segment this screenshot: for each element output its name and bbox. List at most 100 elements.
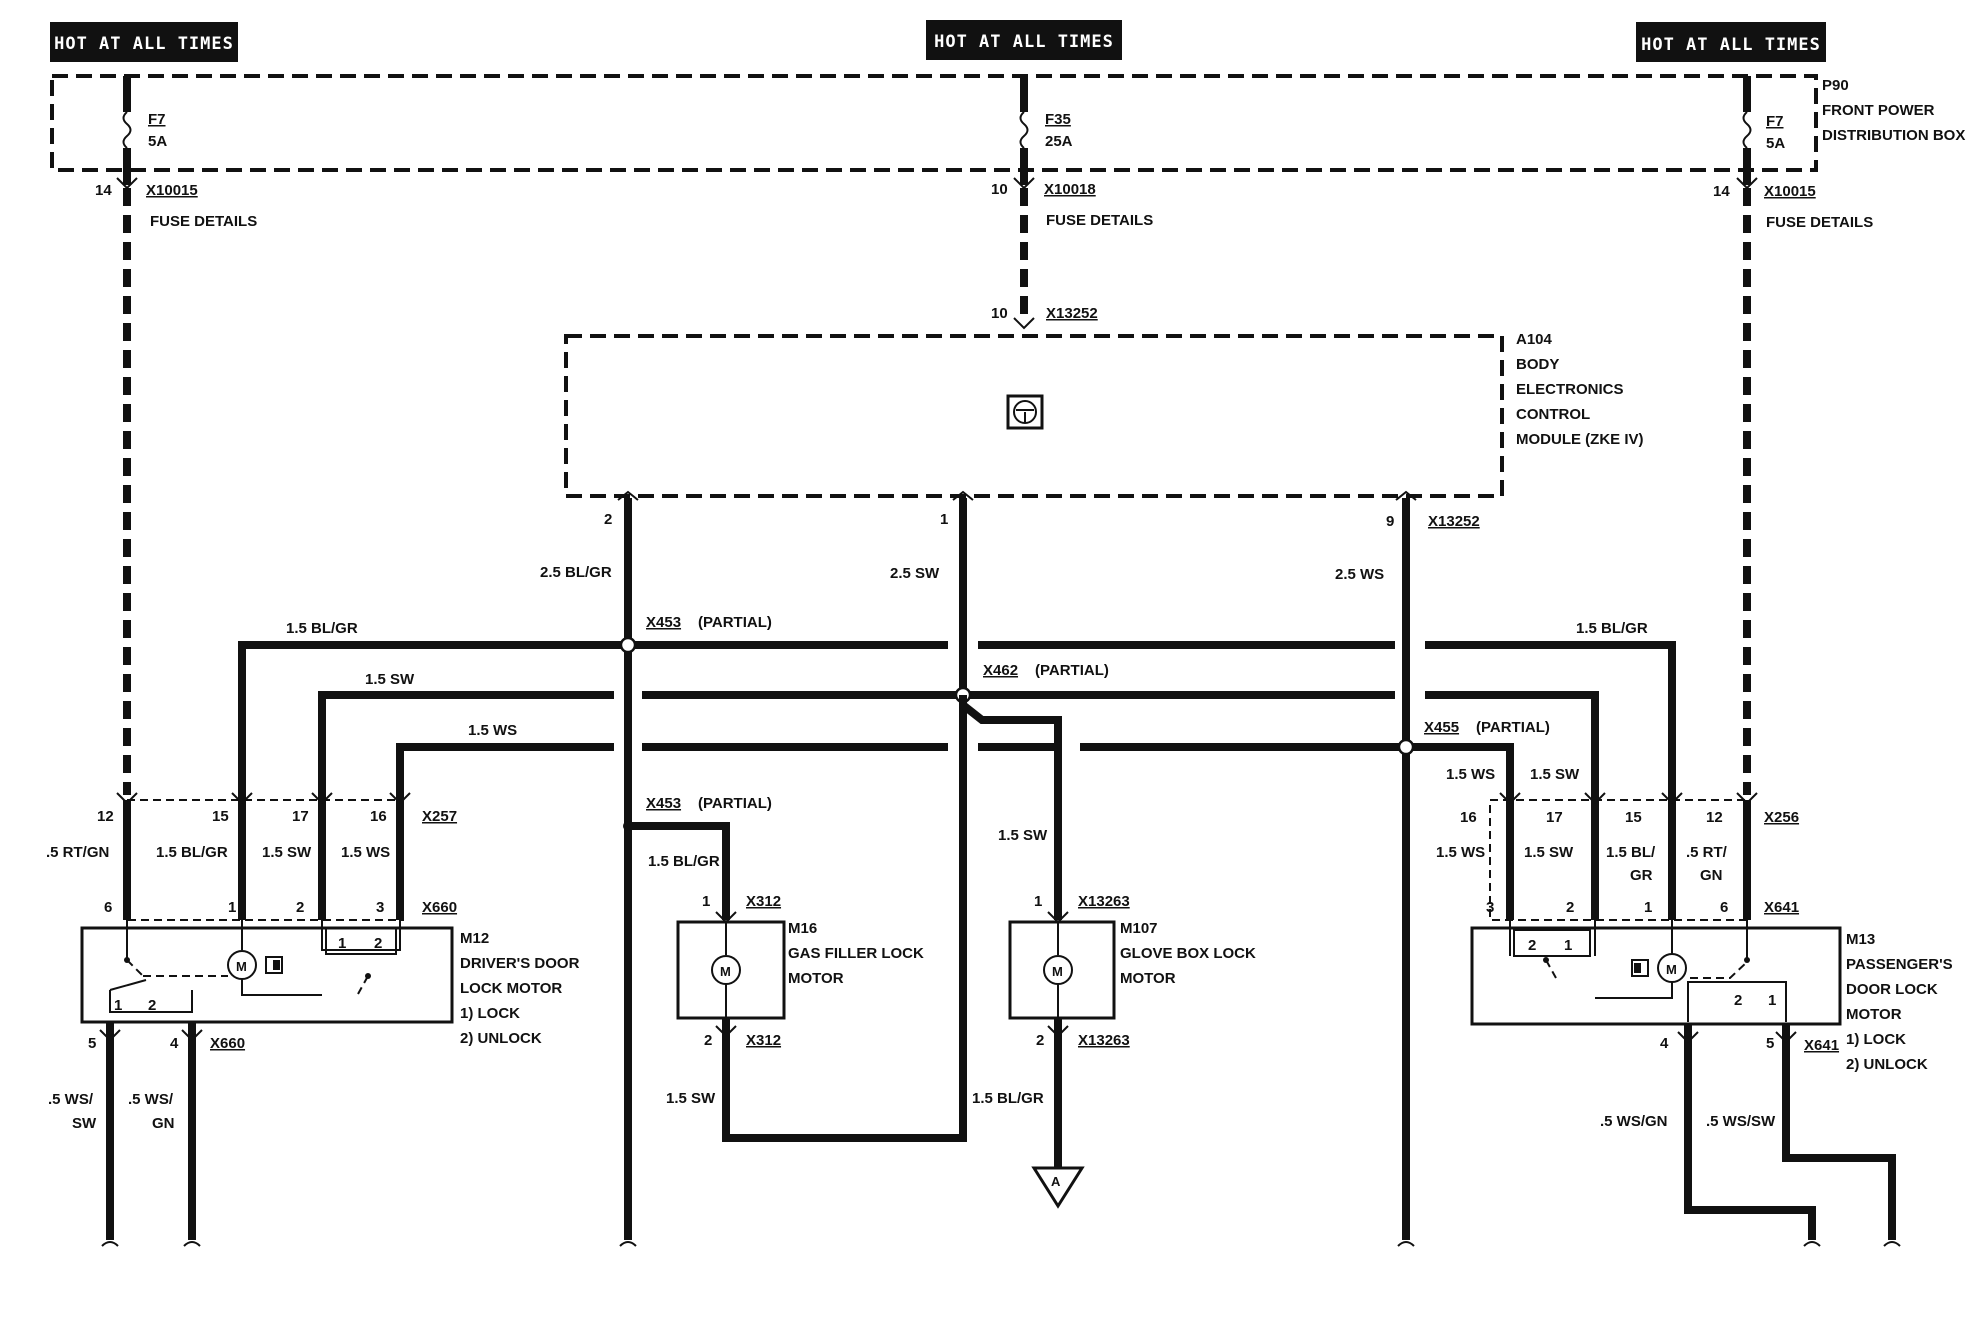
passenger-motor-opt-1: 1) LOCK bbox=[1846, 1031, 1906, 1048]
passenger-pin-bottom-4: 6 bbox=[1720, 899, 1728, 916]
bus-blgr-left bbox=[238, 641, 948, 800]
glove-wire-in: 1.5 SW bbox=[998, 827, 1048, 844]
fuse-right-connector: X10015 bbox=[1764, 183, 1816, 200]
glove-motor-line-1: GLOVE BOX LOCK bbox=[1120, 945, 1256, 962]
svg-text:M: M bbox=[236, 959, 247, 974]
fuse-center-symbol bbox=[1019, 111, 1029, 149]
passenger-switch-b: 1 bbox=[1564, 937, 1572, 954]
passenger-out-connector: X641 bbox=[1804, 1037, 1839, 1054]
banner-left: HOT AT ALL TIMES bbox=[50, 22, 238, 62]
driver-motor-line-2: LOCK MOTOR bbox=[460, 980, 562, 997]
driver-pin-bottom-4: 3 bbox=[376, 899, 384, 916]
fuse-left-connector: X10015 bbox=[146, 182, 198, 199]
gas-filler-lock-motor-m16 bbox=[676, 920, 786, 1020]
passenger-switch-a: 2 bbox=[1528, 937, 1536, 954]
driver-out-wire-b-label-1: .5 WS/ bbox=[128, 1091, 174, 1108]
continuation-marks bbox=[101, 1241, 1901, 1247]
glove-pin-in: 1 bbox=[1034, 893, 1042, 910]
bus-label-right-sw: 1.5 SW bbox=[1530, 766, 1580, 783]
power-box-id: P90 bbox=[1822, 77, 1849, 94]
driver-wire-4: 1.5 WS bbox=[341, 844, 390, 861]
driver-out-connector: X660 bbox=[210, 1035, 245, 1052]
passenger-pin-top-3: 15 bbox=[1625, 809, 1642, 826]
driver-switch-a: 1 bbox=[114, 997, 122, 1014]
driver-motor-opt-1: 1) LOCK bbox=[460, 1005, 520, 1022]
banner-center-text: HOT AT ALL TIMES bbox=[934, 32, 1114, 52]
bus-label-right-ws: 1.5 WS bbox=[1446, 766, 1495, 783]
gas-wire-out: 1.5 SW bbox=[666, 1090, 716, 1107]
bus-ws-left bbox=[396, 743, 614, 800]
driver-pin-top-2: 15 bbox=[212, 808, 229, 825]
gas-conn-out: X312 bbox=[746, 1032, 781, 1049]
splice-x455-label: X455 bbox=[1424, 719, 1459, 736]
passenger-motor-icon: M bbox=[1631, 953, 1687, 983]
fuse-center-rating: 25A bbox=[1045, 133, 1073, 150]
passenger-wire-2: 1.5 SW bbox=[1524, 844, 1574, 861]
driver-connector-x660-label: X660 bbox=[422, 899, 457, 916]
driver-out-pin-a: 5 bbox=[88, 1035, 96, 1052]
splice-x453-label: X453 bbox=[646, 614, 681, 631]
passenger-out-wire-b bbox=[1782, 1024, 1896, 1240]
module-line-3: CONTROL bbox=[1516, 406, 1590, 423]
glove-conn-out: X13263 bbox=[1078, 1032, 1130, 1049]
gas-motor-line-1: GAS FILLER LOCK bbox=[788, 945, 924, 962]
passenger-motor-line-2: DOOR LOCK bbox=[1846, 981, 1938, 998]
fuse-center-id: F35 bbox=[1045, 111, 1071, 128]
fuse-center-pin: 10 bbox=[991, 181, 1008, 198]
module-in-connector: X13252 bbox=[1046, 305, 1098, 322]
passenger-motor-line-3: MOTOR bbox=[1846, 1006, 1902, 1023]
module-id: A104 bbox=[1516, 331, 1553, 348]
glove-motor-line-2: MOTOR bbox=[1120, 970, 1176, 987]
driver-pin-bottom-2: 1 bbox=[228, 899, 236, 916]
passenger-out-pin-a: 4 bbox=[1660, 1035, 1669, 1052]
svg-text:A: A bbox=[1051, 1174, 1061, 1189]
bus-label-left-blgr: 1.5 BL/GR bbox=[286, 620, 358, 637]
splice-x453b-note: (PARTIAL) bbox=[698, 795, 772, 812]
fuse-right-pin: 14 bbox=[1713, 183, 1730, 200]
banner-right: HOT AT ALL TIMES bbox=[1636, 22, 1826, 62]
fuse-left-note: FUSE DETAILS bbox=[150, 213, 257, 230]
glove-pin-out: 2 bbox=[1036, 1032, 1044, 1049]
splice-x455 bbox=[1397, 738, 1415, 756]
fuse-left-pin: 14 bbox=[95, 182, 112, 199]
gas-motor-return bbox=[722, 1018, 967, 1142]
driver-pin-top-4: 16 bbox=[370, 808, 387, 825]
passenger-wire-3a: 1.5 BL/ bbox=[1606, 844, 1656, 861]
svg-text:M: M bbox=[1052, 964, 1063, 979]
svg-text:M: M bbox=[1666, 962, 1677, 977]
glove-conn-in: X13263 bbox=[1078, 893, 1130, 910]
driver-motor-opt-2: 2) UNLOCK bbox=[460, 1030, 542, 1047]
module-wire-mid: 2.5 SW bbox=[890, 565, 940, 582]
gas-pin-in: 1 bbox=[702, 893, 710, 910]
splice-x455-note: (PARTIAL) bbox=[1476, 719, 1550, 736]
body-control-module bbox=[564, 334, 1504, 498]
driver-wire-3: 1.5 SW bbox=[262, 844, 312, 861]
driver-wire-1: .5 RT/GN bbox=[46, 844, 109, 861]
passenger-out-pin-b: 5 bbox=[1766, 1035, 1774, 1052]
fuse-right-id: F7 bbox=[1766, 113, 1784, 130]
control-module-icon bbox=[1006, 394, 1044, 430]
passenger-pin-top-2: 17 bbox=[1546, 809, 1563, 826]
driver-out-wire-a-label-2: SW bbox=[72, 1115, 97, 1132]
glove-wire-out: 1.5 BL/GR bbox=[972, 1090, 1044, 1107]
passenger-wire-4a: .5 RT/ bbox=[1686, 844, 1728, 861]
passenger-pin-bottom-3: 1 bbox=[1644, 899, 1652, 916]
fuse-right-note: FUSE DETAILS bbox=[1766, 214, 1873, 231]
module-pin-left: 2 bbox=[604, 511, 612, 528]
splice-x453 bbox=[619, 636, 637, 654]
driver-pin-bottom-3: 2 bbox=[296, 899, 304, 916]
fuse-right-symbol bbox=[1742, 111, 1752, 149]
passenger-wire-1: 1.5 WS bbox=[1436, 844, 1485, 861]
power-box-name-1: FRONT POWER bbox=[1822, 102, 1935, 119]
module-line-4: MODULE (ZKE IV) bbox=[1516, 431, 1644, 448]
gas-pin-out: 2 bbox=[704, 1032, 712, 1049]
bus-blgr-right bbox=[1425, 641, 1676, 800]
bus-label-left-ws: 1.5 WS bbox=[468, 722, 517, 739]
driver-motor-icon: M bbox=[227, 950, 283, 980]
gas-wire-in: 1.5 BL/GR bbox=[648, 853, 720, 870]
gas-motor-id: M16 bbox=[788, 920, 817, 937]
passenger-motor-opt-2: 2) UNLOCK bbox=[1846, 1056, 1928, 1073]
fuse-center-connector: X10018 bbox=[1044, 181, 1096, 198]
passenger-pin-top-1: 16 bbox=[1460, 809, 1477, 826]
